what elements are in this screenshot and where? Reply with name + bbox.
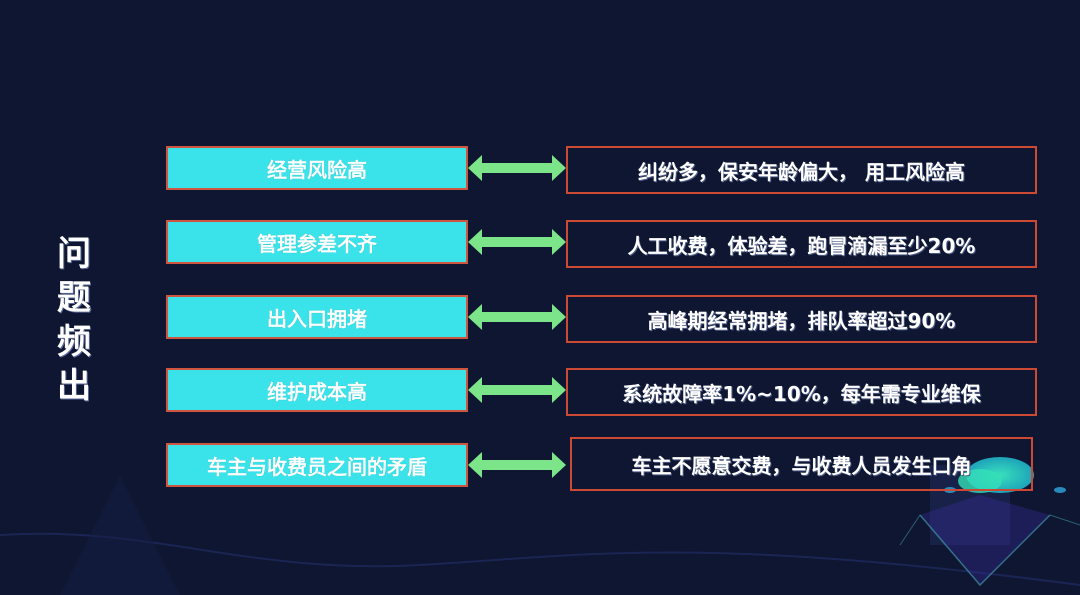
double-headed-arrow-icon xyxy=(468,155,566,181)
problem-row: 经营风险高 纠纷多，保安年龄偏大， 用工风险高 xyxy=(0,146,1080,194)
problem-detail: 系统故障率1%~10%，每年需专业维保 xyxy=(622,381,981,406)
problem-label-box: 经营风险高 xyxy=(166,146,468,190)
problem-detail-box: 系统故障率1%~10%，每年需专业维保 xyxy=(566,368,1037,416)
problem-label: 车主与收费员之间的矛盾 xyxy=(207,454,427,479)
problem-row: 车主与收费员之间的矛盾 车主不愿意交费，与收费人员发生口角 xyxy=(0,437,1080,491)
problem-label-box: 管理参差不齐 xyxy=(166,220,468,264)
problem-label: 经营风险高 xyxy=(267,157,367,182)
page-title-vertical: 问 题 频 出 xyxy=(52,232,96,408)
problem-label: 出入口拥堵 xyxy=(267,306,367,331)
problem-label-box: 维护成本高 xyxy=(166,368,468,412)
problem-detail: 车主不愿意交费，与收费人员发生口角 xyxy=(631,453,972,478)
problem-label: 维护成本高 xyxy=(267,379,367,404)
title-char: 频 xyxy=(57,322,91,362)
problem-detail: 纠纷多，保安年龄偏大， 用工风险高 xyxy=(638,159,965,184)
problem-label-box: 车主与收费员之间的矛盾 xyxy=(166,443,468,487)
problem-detail-box: 车主不愿意交费，与收费人员发生口角 xyxy=(570,437,1033,491)
tech-platform-decoration xyxy=(899,457,1080,587)
problem-row: 管理参差不齐 人工收费，体验差，跑冒滴漏至少20% xyxy=(0,220,1080,268)
problem-detail: 高峰期经常拥堵，排队率超过90% xyxy=(647,308,956,333)
problem-label-box: 出入口拥堵 xyxy=(166,295,468,339)
problem-detail-box: 人工收费，体验差，跑冒滴漏至少20% xyxy=(566,220,1037,268)
problem-detail: 人工收费，体验差，跑冒滴漏至少20% xyxy=(627,233,976,258)
double-headed-arrow-icon xyxy=(468,452,566,478)
title-char: 出 xyxy=(57,366,91,406)
title-char: 问 xyxy=(57,234,91,274)
problem-detail-box: 高峰期经常拥堵，排队率超过90% xyxy=(566,295,1037,343)
problem-row: 维护成本高 系统故障率1%~10%，每年需专业维保 xyxy=(0,368,1080,416)
problem-detail-box: 纠纷多，保安年龄偏大， 用工风险高 xyxy=(566,146,1037,194)
problem-row: 出入口拥堵 高峰期经常拥堵，排队率超过90% xyxy=(0,295,1080,343)
double-headed-arrow-icon xyxy=(468,377,566,403)
title-char: 题 xyxy=(57,278,91,318)
double-headed-arrow-icon xyxy=(468,229,566,255)
double-headed-arrow-icon xyxy=(468,304,566,330)
problem-label: 管理参差不齐 xyxy=(257,231,377,256)
